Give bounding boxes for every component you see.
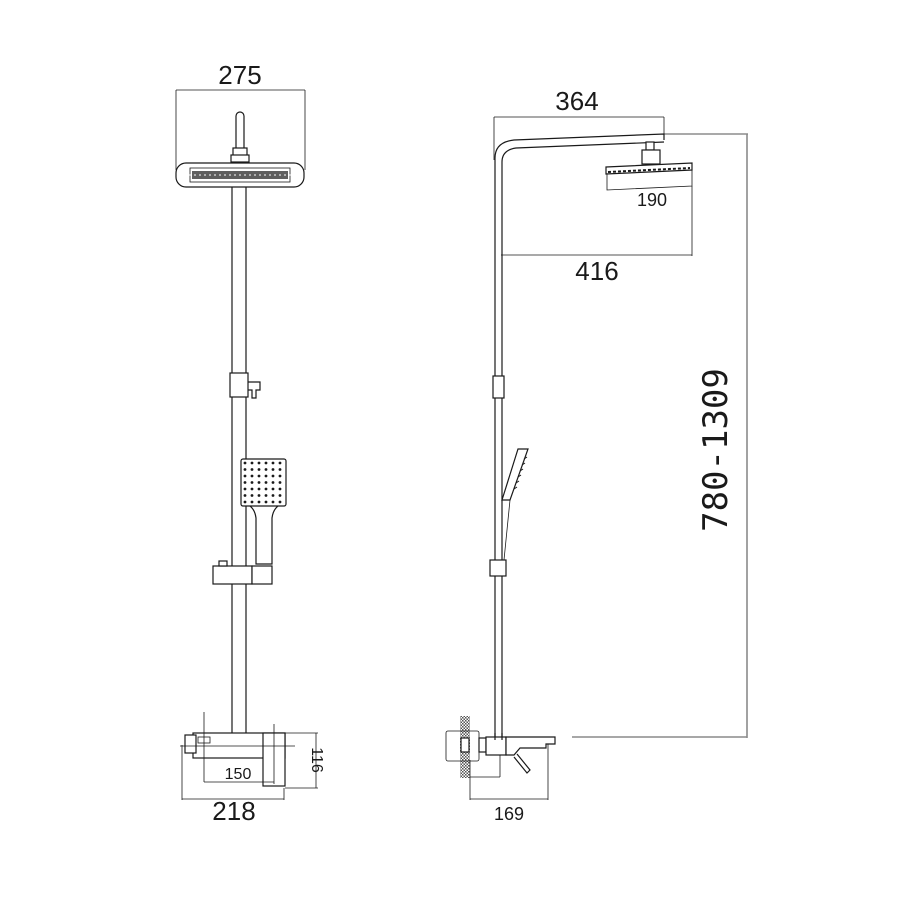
label-head-width: 275 xyxy=(218,60,261,90)
rain-shower-head-side xyxy=(605,141,693,191)
hand-shower-side xyxy=(501,448,529,561)
thermostatic-mixer-side xyxy=(445,716,556,778)
dimension-mixer-width: 218 xyxy=(181,745,285,826)
rain-shower-head xyxy=(175,162,305,188)
dimension-mixer-inner: 150 xyxy=(204,766,274,783)
height-adjust-bracket xyxy=(229,372,261,399)
dimension-head-width: 275 xyxy=(175,60,306,170)
label-head-depth: 190 xyxy=(637,190,667,210)
hand-shower-nozzles xyxy=(243,461,282,504)
dimension-height-range: 780-1309 xyxy=(572,133,748,738)
label-arm-reach: 416 xyxy=(575,256,618,286)
nozzle-pattern xyxy=(184,171,296,179)
label-height-range: 780-1309 xyxy=(696,368,736,532)
riser-pipe-side xyxy=(494,133,665,740)
front-view: 275 xyxy=(175,60,325,826)
label-mixer-height: 116 xyxy=(308,747,325,773)
side-view: 364 190 416 xyxy=(445,86,748,824)
label-mixer-inner: 150 xyxy=(225,766,252,783)
hand-shower-holder xyxy=(212,560,273,585)
hand-shower-holder-side xyxy=(489,559,507,577)
label-mixer-projection: 169 xyxy=(494,804,524,824)
label-arm-length: 364 xyxy=(555,86,598,116)
height-adjust-bracket-side xyxy=(492,375,505,399)
dimension-arm-length: 364 xyxy=(493,86,665,160)
dimension-mixer-height: 116 xyxy=(285,732,325,789)
shower-arm-neck xyxy=(230,111,250,163)
thermostatic-mixer xyxy=(180,712,295,787)
hand-shower xyxy=(240,458,287,565)
dimension-mixer-projection: 169 xyxy=(469,744,549,824)
dimension-arm-reach: 416 xyxy=(501,186,693,286)
label-mixer-width: 218 xyxy=(212,796,255,826)
